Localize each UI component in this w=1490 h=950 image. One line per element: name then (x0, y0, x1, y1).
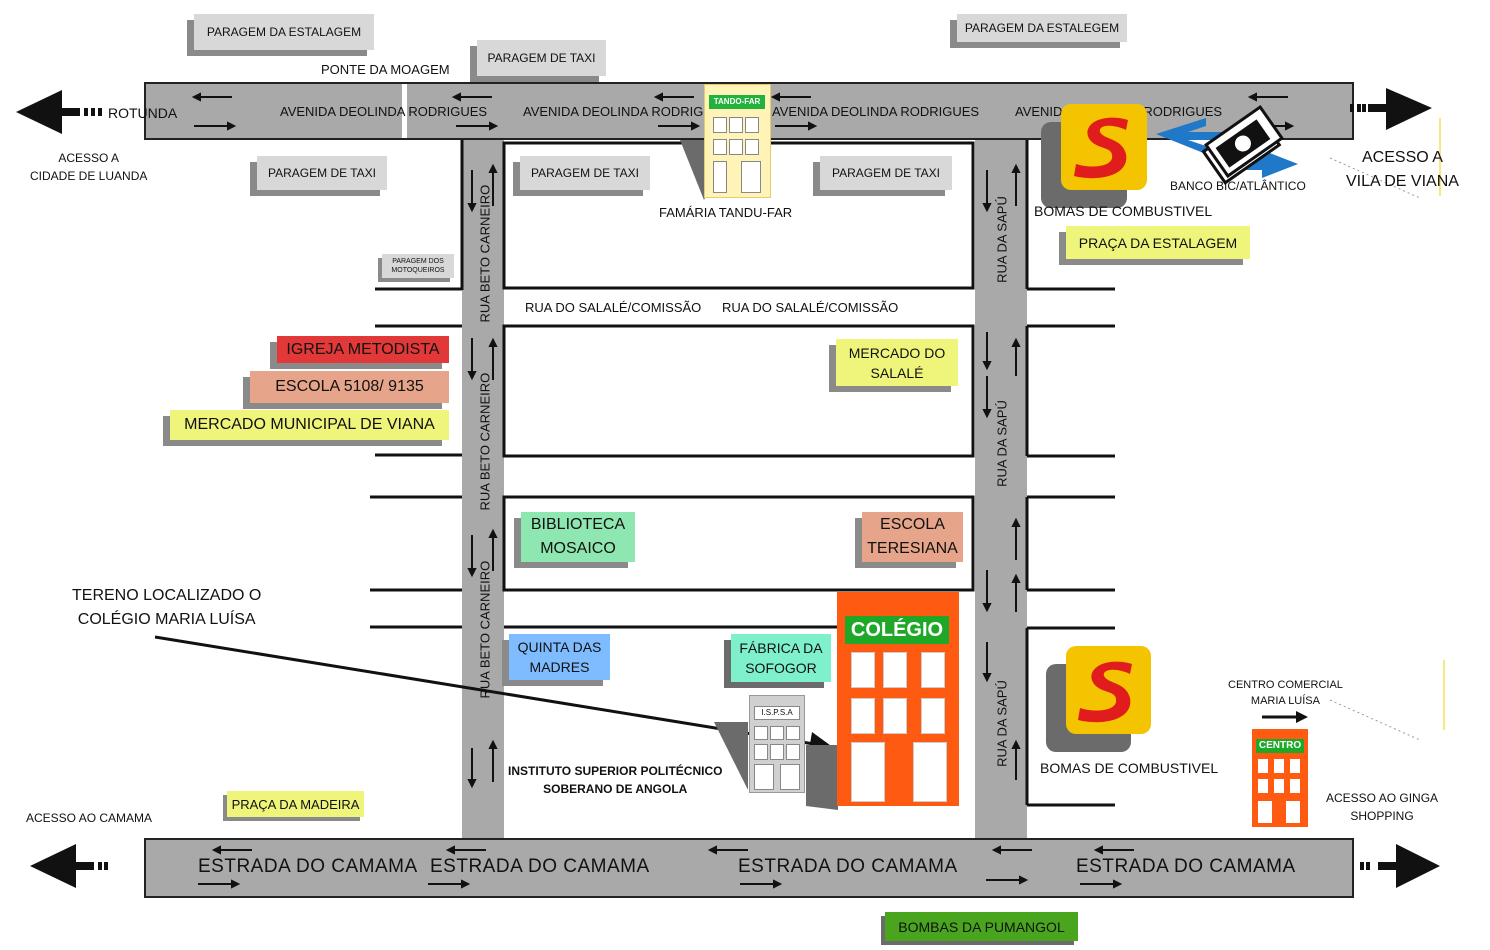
acesso-viana-label: ACESSO A VILA DE VIANA (1346, 149, 1459, 190)
acesso-camama-label: ACESSO AO CAMAMA (26, 811, 153, 825)
colegio-sign: COLÉGIO (845, 616, 949, 644)
paragem-taxi-top: PARAGEM DE TAXI (477, 40, 606, 76)
bombas-pumangol: BOMBAS DA PUMANGOL (885, 912, 1078, 941)
paragem-estalegem-right: PARAGEM DA ESTALEGEM (957, 14, 1127, 42)
acesso-ginga-label: ACESSO AO GINGA SHOPPING (1326, 791, 1439, 823)
ponte-da-moagem-label: PONTE DA MOAGEM (321, 62, 450, 77)
paragem-estalagem-left: PARAGEM DA ESTALAGEM (194, 14, 374, 50)
ispsa-building: I.S.P.S.A (749, 695, 805, 793)
farmacia-building: TANDO-FAR (704, 84, 771, 198)
centro-building: CENTRO (1252, 729, 1308, 827)
escola-5108: ESCOLA 5108/ 9135 (250, 371, 449, 403)
quinta-das-madres: QUINTA DAS MADRES (509, 634, 610, 680)
rotunda-label: ROTUNDA (108, 105, 178, 121)
bombas-top-label: BOMAS DE COMBUSTIVEL (1034, 203, 1213, 219)
paragem-motoqueiros: PARAGEM DOS MOTOQUEIROS (382, 254, 454, 278)
paragem-taxi-2: PARAGEM DE TAXI (520, 156, 650, 190)
praca-da-madeira: PRAÇA DA MADEIRA (227, 791, 364, 817)
farmacia-sign: TANDO-FAR (709, 95, 765, 109)
praca-estalagem: PRAÇA DA ESTALAGEM (1066, 226, 1250, 259)
banco-label: BANCO BIC/ATLÂNTICO (1170, 179, 1306, 193)
farmacia-label: FAMÁRIA TANDU-FAR (659, 205, 793, 220)
estrada-do-camama-road (144, 838, 1354, 898)
colegio-building: COLÉGIO (837, 592, 959, 806)
mercado-salale: MERCADO DO SALALÉ (836, 339, 958, 386)
biblioteca-mosaico: BIBLIOTECA MOSAICO (521, 512, 635, 562)
fabrica-sofogor: FÁBRICA DA SOFOGOR (731, 634, 831, 682)
ispsa-sign: I.S.P.S.A (754, 706, 800, 720)
igreja-metodista: IGREJA METODISTA (277, 336, 449, 363)
mercado-municipal-viana: MERCADO MUNICIPAL DE VIANA (170, 410, 449, 440)
centro-sign: CENTRO (1256, 739, 1304, 753)
rua-beto-carneiro-road (462, 140, 504, 838)
avenida-label-1: AVENIDA DEOLINDA RODRIGUES (280, 104, 488, 119)
salale-label-1: RUA DO SALALÉ/COMISSÃO (525, 300, 702, 315)
terreno-label: TERENO LOCALIZADO O COLÉGIO MARIA LUÍSA (72, 587, 262, 628)
escola-teresiana: ESCOLA TERESIANA (862, 512, 963, 562)
estrada-label-4: ESTRADA DO CAMAMA (1076, 856, 1296, 877)
paragem-taxi-1: PARAGEM DE TAXI (257, 156, 387, 190)
ispsa-label: INSTITUTO SUPERIOR POLITÉCNICO SOBERANO … (508, 764, 723, 796)
paragem-taxi-3: PARAGEM DE TAXI (820, 156, 952, 190)
estrada-label-3: ESTRADA DO CAMAMA (738, 856, 958, 877)
estrada-label-2: ESTRADA DO CAMAMA (430, 856, 650, 877)
salale-label-2: RUA DO SALALÉ/COMISSÃO (722, 300, 899, 315)
avenida-label-3: AVENIDA DEOLINDA RODRIGUES (772, 104, 980, 119)
centro-comercial-label: CENTRO COMERCIAL MARIA LUÍSA (1228, 679, 1343, 707)
acesso-luanda-label: ACESSO A CIDADE DE LUANDA (30, 151, 148, 183)
estrada-label-1: ESTRADA DO CAMAMA (198, 856, 418, 877)
bombas-bottom-label: BOMAS DE COMBUSTIVEL (1040, 760, 1219, 776)
rua-da-sapu-road (975, 140, 1027, 838)
avenida-label-2: AVENIDA DEOLINDA RODRIGUES (523, 104, 731, 119)
